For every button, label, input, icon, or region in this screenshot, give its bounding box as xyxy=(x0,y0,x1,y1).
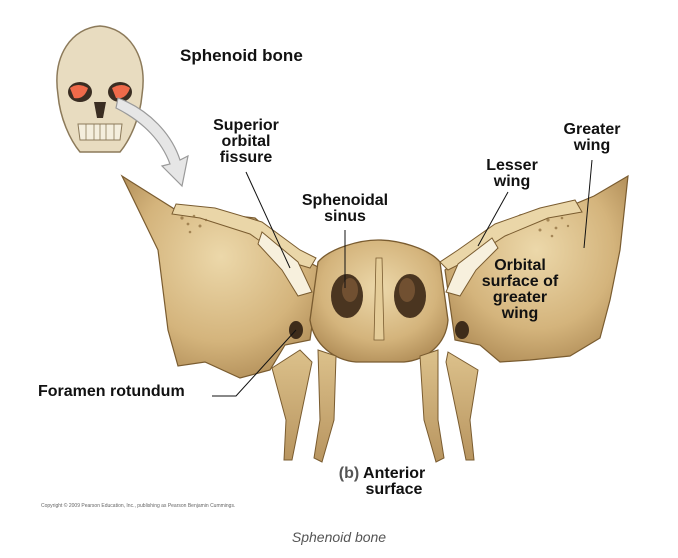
leader-superior-orbital-fissure xyxy=(245,171,291,269)
figure-caption: Sphenoid bone xyxy=(291,529,387,545)
copyright-text: Copyright © 2009 Pearson Education, Inc.… xyxy=(41,503,236,509)
label-view-name-2: surface xyxy=(365,481,423,498)
superior-orbital-fissure-right xyxy=(445,237,499,297)
superior-orbital-fissure-left xyxy=(257,231,313,297)
pterygoid-process-right-medial xyxy=(419,349,445,463)
foramen-rotundum-right xyxy=(455,321,469,339)
skull-orbit-sphenoid-right xyxy=(112,85,130,99)
label-superior-orbital-fissure: Superior orbital fissure xyxy=(213,117,279,166)
leader-greater-wing xyxy=(583,159,593,249)
sinus-septum xyxy=(373,257,385,341)
label-orbital-surface: Orbital surface of greater wing xyxy=(481,257,559,322)
title-label: Sphenoid bone xyxy=(180,46,303,65)
leader-foramen-rotundum xyxy=(212,329,297,397)
spongy-bone-texture xyxy=(180,214,570,238)
label-view-part: (b) xyxy=(338,465,360,482)
pterygoid-process-left-medial xyxy=(313,349,337,463)
pterygoid-process-right-lateral xyxy=(445,351,479,461)
pterygoid-process-left-lateral xyxy=(271,349,313,461)
pointer-arrow-icon xyxy=(115,97,189,188)
label-foramen-rotundum: Foramen rotundum xyxy=(38,383,185,400)
leader-lesser-wing xyxy=(477,191,509,247)
label-lesser-wing: Lesser wing xyxy=(486,157,538,190)
label-sphenoidal-sinus: Sphenoidal sinus xyxy=(301,192,389,225)
skull-nasal-cavity xyxy=(94,102,106,118)
label-greater-wing: Greater wing xyxy=(563,121,621,154)
label-view-name-1: Anterior xyxy=(363,465,426,482)
skull-thumbnail xyxy=(56,25,144,153)
skull-cranium xyxy=(56,25,144,153)
leader-lines xyxy=(212,159,593,397)
sphenoid-bone xyxy=(120,174,629,463)
skull-orbit-sphenoid-left xyxy=(70,85,88,99)
label-view: (b) Anterior surface xyxy=(322,466,442,498)
